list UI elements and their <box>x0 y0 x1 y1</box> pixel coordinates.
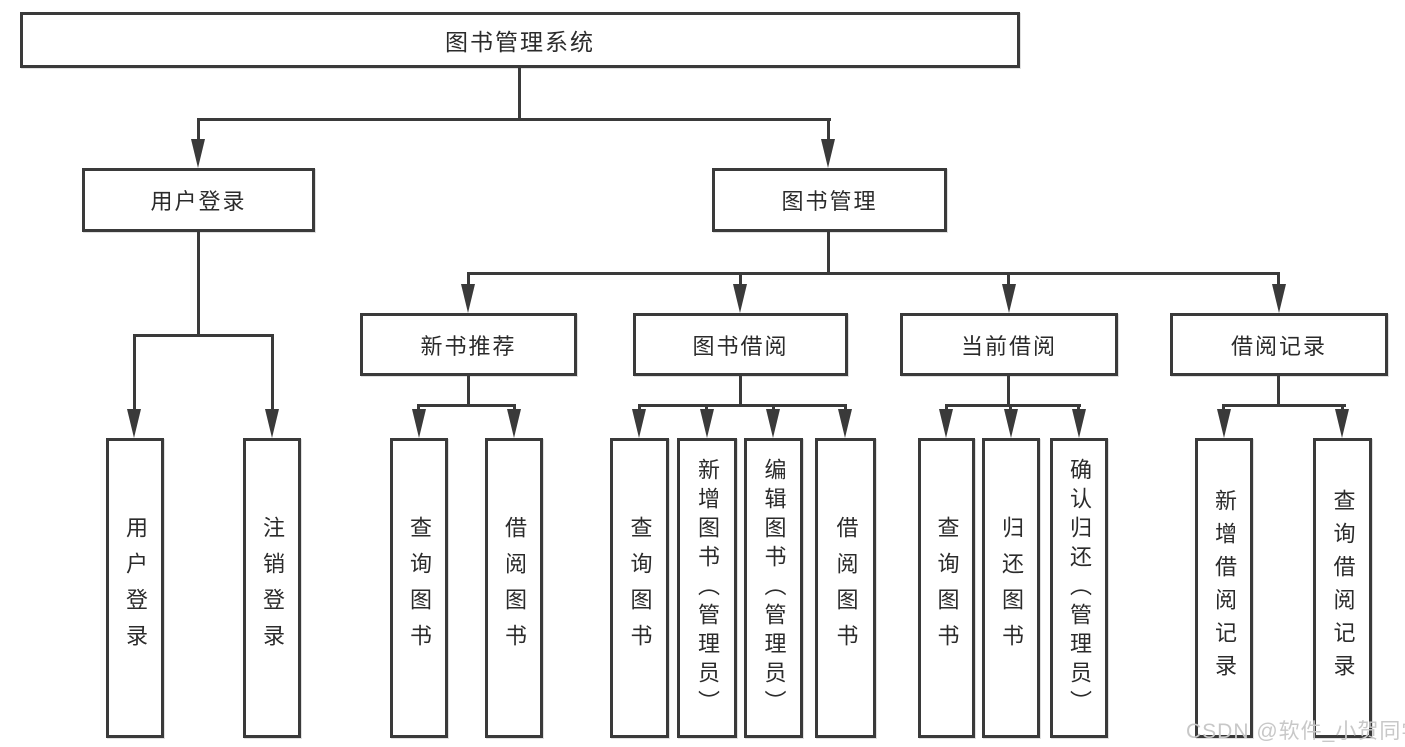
connector-line <box>467 376 470 406</box>
arrow-down-icon <box>821 139 835 168</box>
node-current-borrow: 当前借阅 <box>900 313 1118 376</box>
connector-line <box>1007 376 1010 406</box>
arrow-down-icon <box>939 409 953 438</box>
leaf-label: 查询图书 <box>627 516 653 660</box>
connector-line <box>827 118 830 142</box>
leaf-label: 新增借阅记录 <box>1212 489 1237 687</box>
node-label: 当前借阅 <box>960 333 1057 359</box>
connector-line <box>1007 272 1010 286</box>
connector-line <box>1341 404 1344 412</box>
leaf-label: 确认归还（管理员） <box>1067 457 1092 719</box>
connector-line <box>1222 404 1225 412</box>
leaf-borrow-books: 借阅图书 <box>815 438 876 738</box>
node-new-book-recommend: 新书推荐 <box>360 313 577 376</box>
connector-line <box>197 118 200 142</box>
connector-line <box>739 272 742 286</box>
node-label: 用户登录 <box>150 189 247 214</box>
leaf-query-borrow-record: 查询借阅记录 <box>1313 438 1372 738</box>
leaf-borrow-books-recommend: 借阅图书 <box>485 438 543 738</box>
arrow-down-icon <box>1272 284 1286 313</box>
node-book-management: 图书管理 <box>712 168 947 232</box>
connector-line <box>518 68 521 120</box>
arrow-down-icon <box>733 284 747 313</box>
leaf-label: 查询图书 <box>407 516 432 660</box>
leaf-label: 编辑图书（管理员） <box>761 457 787 719</box>
leaf-add-borrow-record: 新增借阅记录 <box>1195 438 1253 738</box>
leaf-query-books-current: 查询图书 <box>918 438 975 738</box>
arrow-down-icon <box>1002 284 1016 313</box>
leaf-edit-books-admin: 编辑图书（管理员） <box>744 438 803 738</box>
connector-line <box>638 404 641 412</box>
connector-line <box>1077 404 1080 412</box>
connector-line <box>513 404 516 412</box>
node-book-borrow: 图书借阅 <box>633 313 848 376</box>
arrow-down-icon <box>1217 409 1231 438</box>
leaf-label: 查询借阅记录 <box>1330 489 1356 687</box>
arrow-down-icon <box>700 409 714 438</box>
arrow-down-icon <box>838 409 852 438</box>
connector-line <box>133 334 136 409</box>
leaf-label: 查询图书 <box>934 516 960 660</box>
node-label: 新书推荐 <box>420 333 517 359</box>
connector-line <box>827 232 830 274</box>
arrow-down-icon <box>461 284 475 313</box>
connector-line <box>945 404 948 412</box>
node-label: 图书管理系统 <box>445 29 595 55</box>
leaf-label: 新增图书（管理员） <box>695 457 720 719</box>
connector-line <box>417 404 420 412</box>
leaf-return-books: 归还图书 <box>982 438 1040 738</box>
connector-line <box>133 334 274 337</box>
leaf-logout-login: 注销登录 <box>243 438 301 738</box>
connector-line <box>1277 376 1280 406</box>
connector-line <box>467 272 470 286</box>
arrow-down-icon <box>766 409 780 438</box>
connector-line <box>197 118 831 121</box>
leaf-label: 用户登录 <box>123 516 148 660</box>
leaf-add-books-admin: 新增图书（管理员） <box>677 438 737 738</box>
arrow-down-icon <box>507 409 521 438</box>
node-label: 借阅记录 <box>1230 333 1327 359</box>
node-borrow-records: 借阅记录 <box>1170 313 1388 376</box>
connector-line <box>638 404 847 407</box>
leaf-query-books-borrow: 查询图书 <box>610 438 669 738</box>
leaf-label: 注销登录 <box>260 516 285 660</box>
leaf-user-login: 用户登录 <box>106 438 164 738</box>
connector-line <box>271 334 274 409</box>
arrow-down-icon <box>412 409 426 438</box>
arrow-down-icon <box>1004 409 1018 438</box>
connector-line <box>772 404 775 412</box>
leaf-query-books-recommend: 查询图书 <box>390 438 448 738</box>
watermark: CSDN @软件_小贺同学 <box>1186 720 1405 743</box>
node-label: 图书管理 <box>781 189 878 214</box>
node-library-management-system: 图书管理系统 <box>20 12 1020 68</box>
connector-line <box>945 404 1081 407</box>
leaf-label: 借阅图书 <box>833 516 859 660</box>
connector-line <box>418 404 516 407</box>
leaf-confirm-return-admin: 确认归还（管理员） <box>1050 438 1108 738</box>
node-label: 图书借阅 <box>692 333 789 359</box>
leaf-label: 归还图书 <box>999 516 1024 660</box>
arrow-down-icon <box>191 139 205 168</box>
connector-line <box>1277 272 1280 286</box>
connector-line <box>1009 404 1012 412</box>
connector-line <box>467 272 1280 275</box>
connector-line <box>844 404 847 412</box>
connector-line <box>739 376 742 406</box>
connector-line <box>705 404 708 412</box>
arrow-down-icon <box>632 409 646 438</box>
connector-line <box>1222 404 1346 407</box>
leaf-label: 借阅图书 <box>502 516 527 660</box>
connector-line <box>197 232 200 336</box>
arrow-down-icon <box>265 409 279 438</box>
arrow-down-icon <box>127 409 141 438</box>
arrow-down-icon <box>1072 409 1086 438</box>
arrow-down-icon <box>1335 409 1349 438</box>
node-user-login: 用户登录 <box>82 168 315 232</box>
